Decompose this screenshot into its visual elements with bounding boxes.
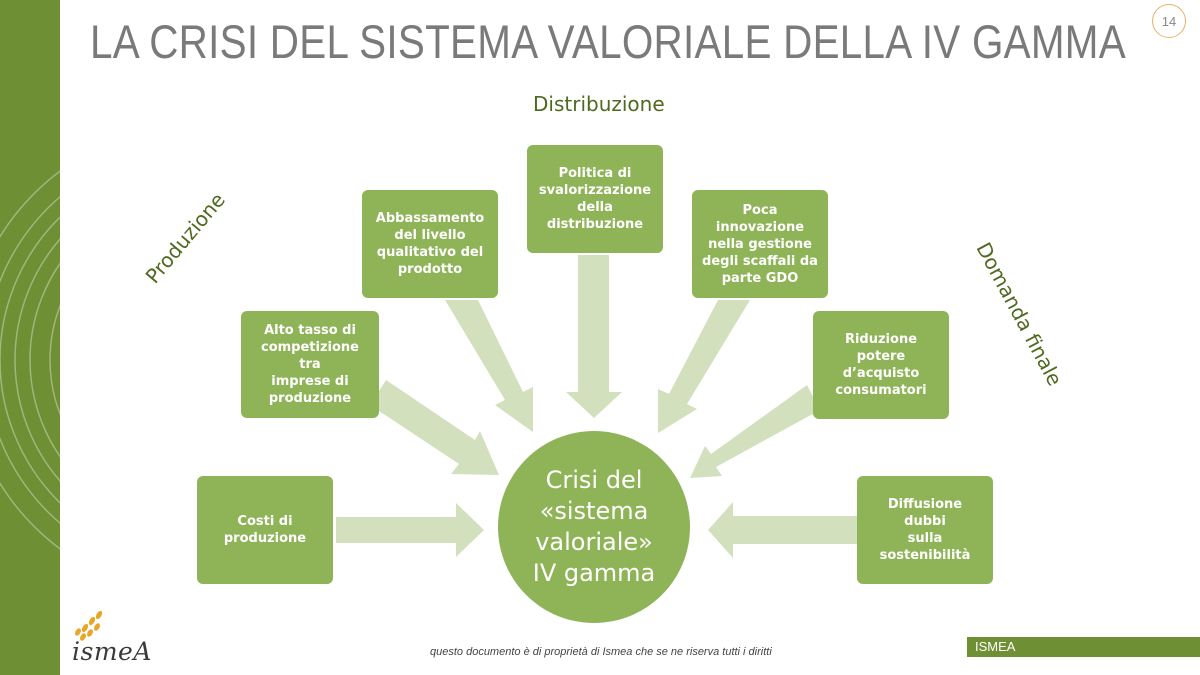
cause-box-politica-distribuzione: Politica di svalorizzazione della distri…: [527, 145, 663, 253]
cause-box-innovazione-gdo: Poca innovazione nella gestione degli sc…: [692, 190, 828, 298]
group-label-distribuzione: Distribuzione: [533, 92, 665, 116]
ismea-logo-text: ismeA: [72, 637, 152, 666]
arrow-competizione: [370, 380, 499, 475]
center-crisi-circle: Crisi del «sistema valoriale» IV gamma: [498, 431, 690, 623]
ismea-logo-icon: [75, 610, 103, 641]
cause-box-potere-acquisto: Riduzione potere d’acquisto consumatori: [813, 311, 949, 419]
slide-title: LA CRISI DEL SISTEMA VALORIALE DELLA IV …: [90, 15, 1126, 68]
cause-box-costi-produzione: Costi di produzione: [197, 476, 333, 584]
page-number: 14: [1152, 4, 1186, 38]
cause-box-qualita-prodotto: Abbassamento del livello qualitativo del…: [362, 190, 498, 298]
sidebar-decoration: [0, 0, 60, 675]
copyright-note: questo documento è di proprietà di Ismea…: [430, 646, 772, 658]
footer-brand: ISMEA: [975, 639, 1016, 654]
arrow-sostenibilita: [708, 502, 857, 558]
arrow-costi: [336, 503, 484, 557]
cause-box-sostenibilita: Diffusione dubbi sulla sostenibilità: [857, 476, 993, 584]
arrow-qualita: [445, 300, 533, 432]
sidebar-arcs: [0, 170, 60, 550]
cause-box-competizione: Alto tasso di competizione tra imprese d…: [241, 311, 379, 418]
arrow-gdo: [658, 300, 750, 433]
arrow-potere-acquisto: [690, 385, 820, 478]
arrow-distribuzione: [566, 255, 622, 418]
footer-bar: [967, 637, 1200, 657]
